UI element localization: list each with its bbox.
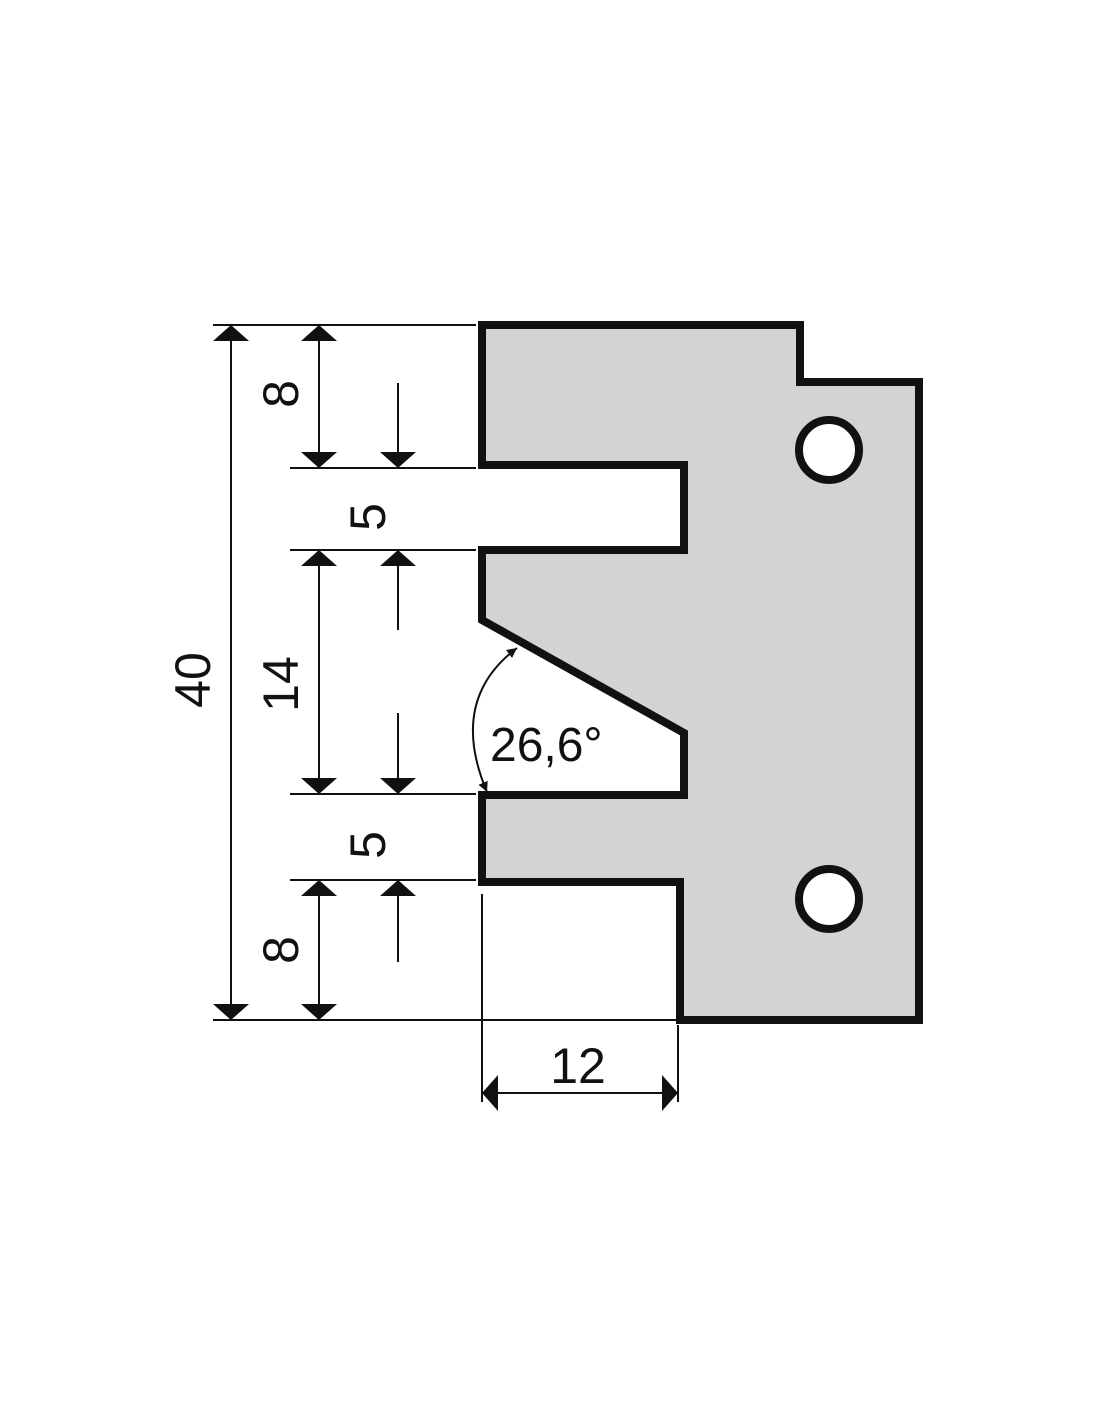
total-height-label: 40: [165, 652, 221, 708]
lower-groove-label: 5: [340, 831, 396, 859]
top-section-label: 8: [253, 380, 309, 408]
lower-mounting-hole: [795, 865, 863, 933]
middle-section-label: 14: [253, 656, 309, 712]
profile-shape: [478, 321, 923, 1024]
bottom-section-label: 8: [253, 936, 309, 964]
bottom-width-label: 12: [550, 1038, 606, 1094]
upper-mounting-hole: [795, 416, 863, 484]
upper-groove-label: 5: [340, 503, 396, 531]
angle-dimension-arc: [471, 647, 518, 793]
angle-label: 26,6°: [490, 719, 603, 772]
